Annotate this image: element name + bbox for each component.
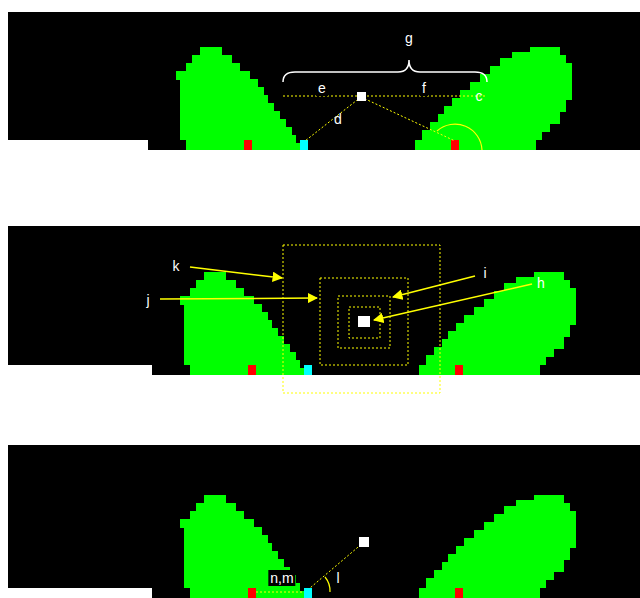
callout-letter: e [316,80,328,96]
callout-letter: h [535,275,547,291]
callout-letter: c [474,88,485,104]
callout-letter: g [403,30,415,46]
panel-2 [8,226,640,393]
callout-letter: j [144,292,151,308]
red-marker [451,140,459,150]
callout-letter: i [481,265,488,281]
callout-letter: f [420,80,428,96]
callout-letter: d [332,111,344,127]
cyan-marker [300,140,308,150]
callout-letter: k [171,258,182,274]
brace [283,60,487,82]
red-marker [244,140,252,150]
white-marker [357,92,366,101]
panel-3 [8,445,640,598]
callout-letter: n,m [268,570,295,586]
callout-letter: l [334,570,341,586]
panel-1 [8,12,640,150]
